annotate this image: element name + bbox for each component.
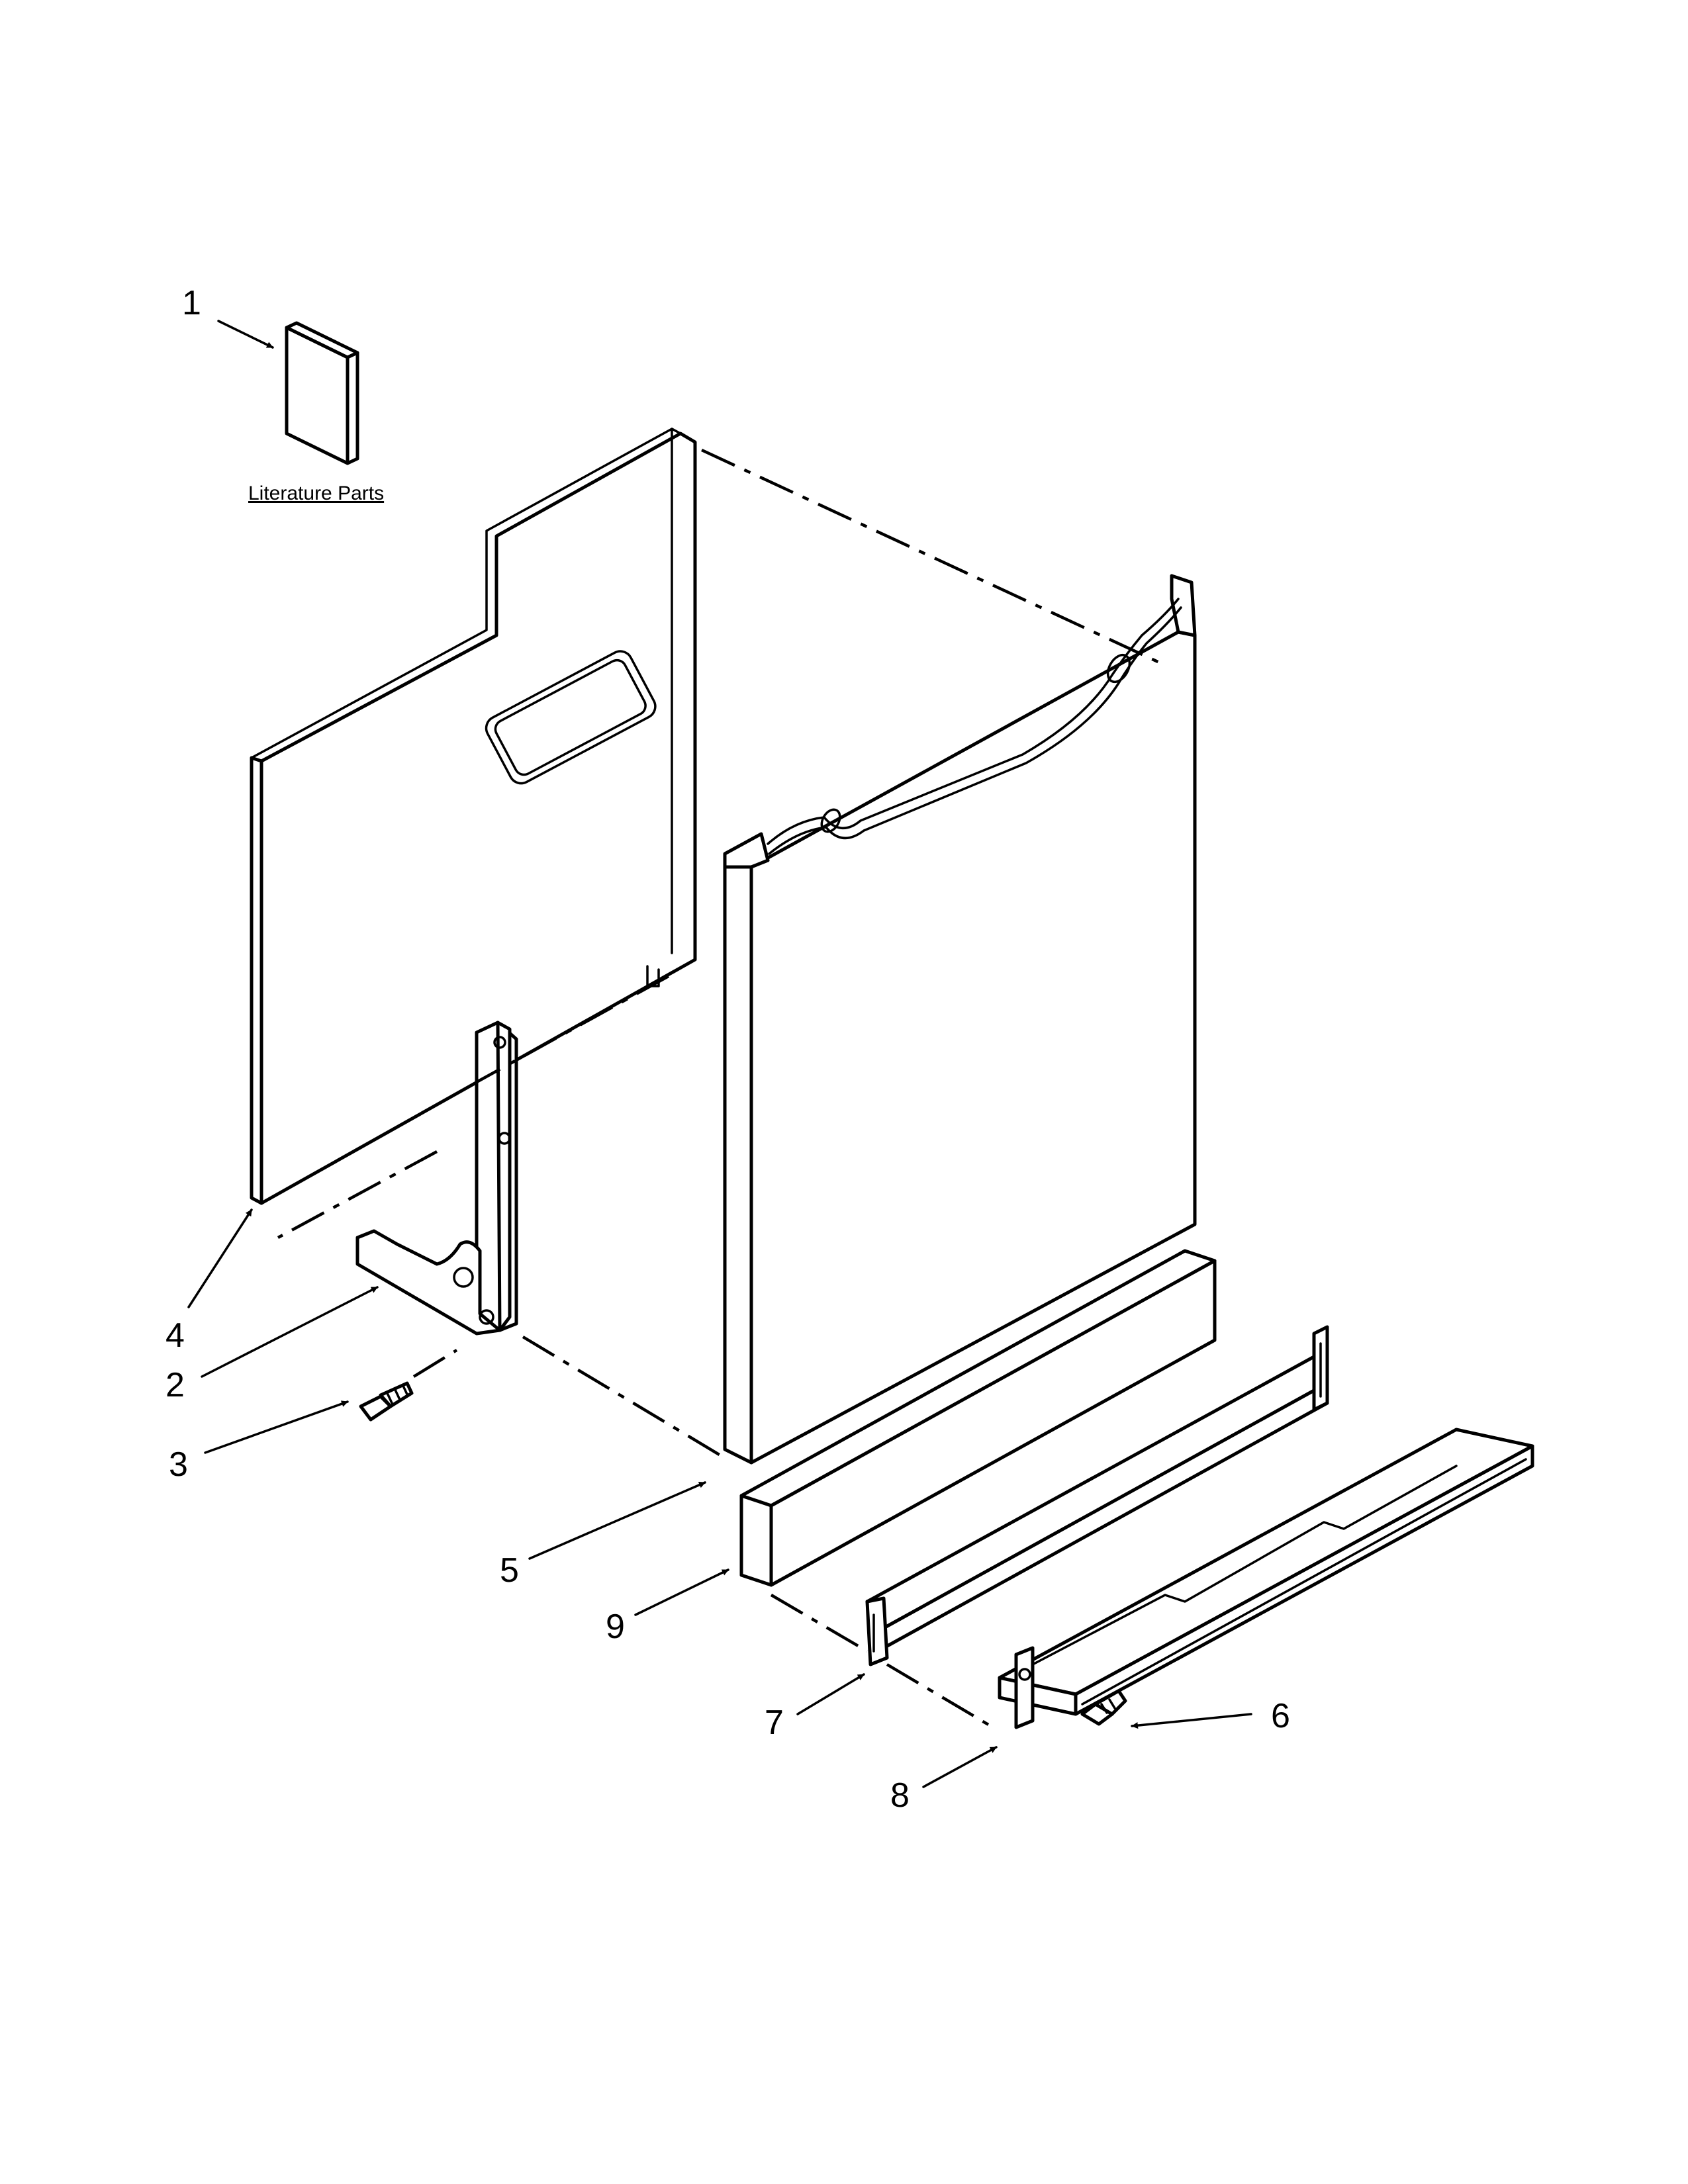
toe-kick-panel — [865, 1325, 1329, 1666]
callout-4: 4 — [165, 1316, 185, 1355]
callout-2: 2 — [165, 1366, 185, 1404]
callout-3: 3 — [169, 1445, 188, 1484]
callout-8: 8 — [890, 1776, 910, 1815]
literature-booklet — [285, 321, 359, 465]
right-side-panel — [723, 574, 1197, 1465]
literature-parts-caption: Literature Parts — [248, 482, 384, 504]
callout-6: 6 — [1271, 1697, 1290, 1735]
alignment-lines — [277, 448, 1166, 1729]
left-side-panel — [250, 428, 697, 1205]
toe-kick-base — [998, 1428, 1534, 1729]
screw-6 — [1080, 1689, 1127, 1726]
callout-1: 1 — [182, 284, 201, 322]
callout-5: 5 — [500, 1551, 519, 1590]
leader-arrows — [187, 320, 1252, 1788]
callout-9: 9 — [606, 1608, 625, 1646]
foam-insulation-strip — [739, 1249, 1217, 1587]
callout-7: 7 — [765, 1704, 784, 1742]
screw-3 — [359, 1381, 414, 1422]
mounting-bracket — [355, 1021, 518, 1336]
